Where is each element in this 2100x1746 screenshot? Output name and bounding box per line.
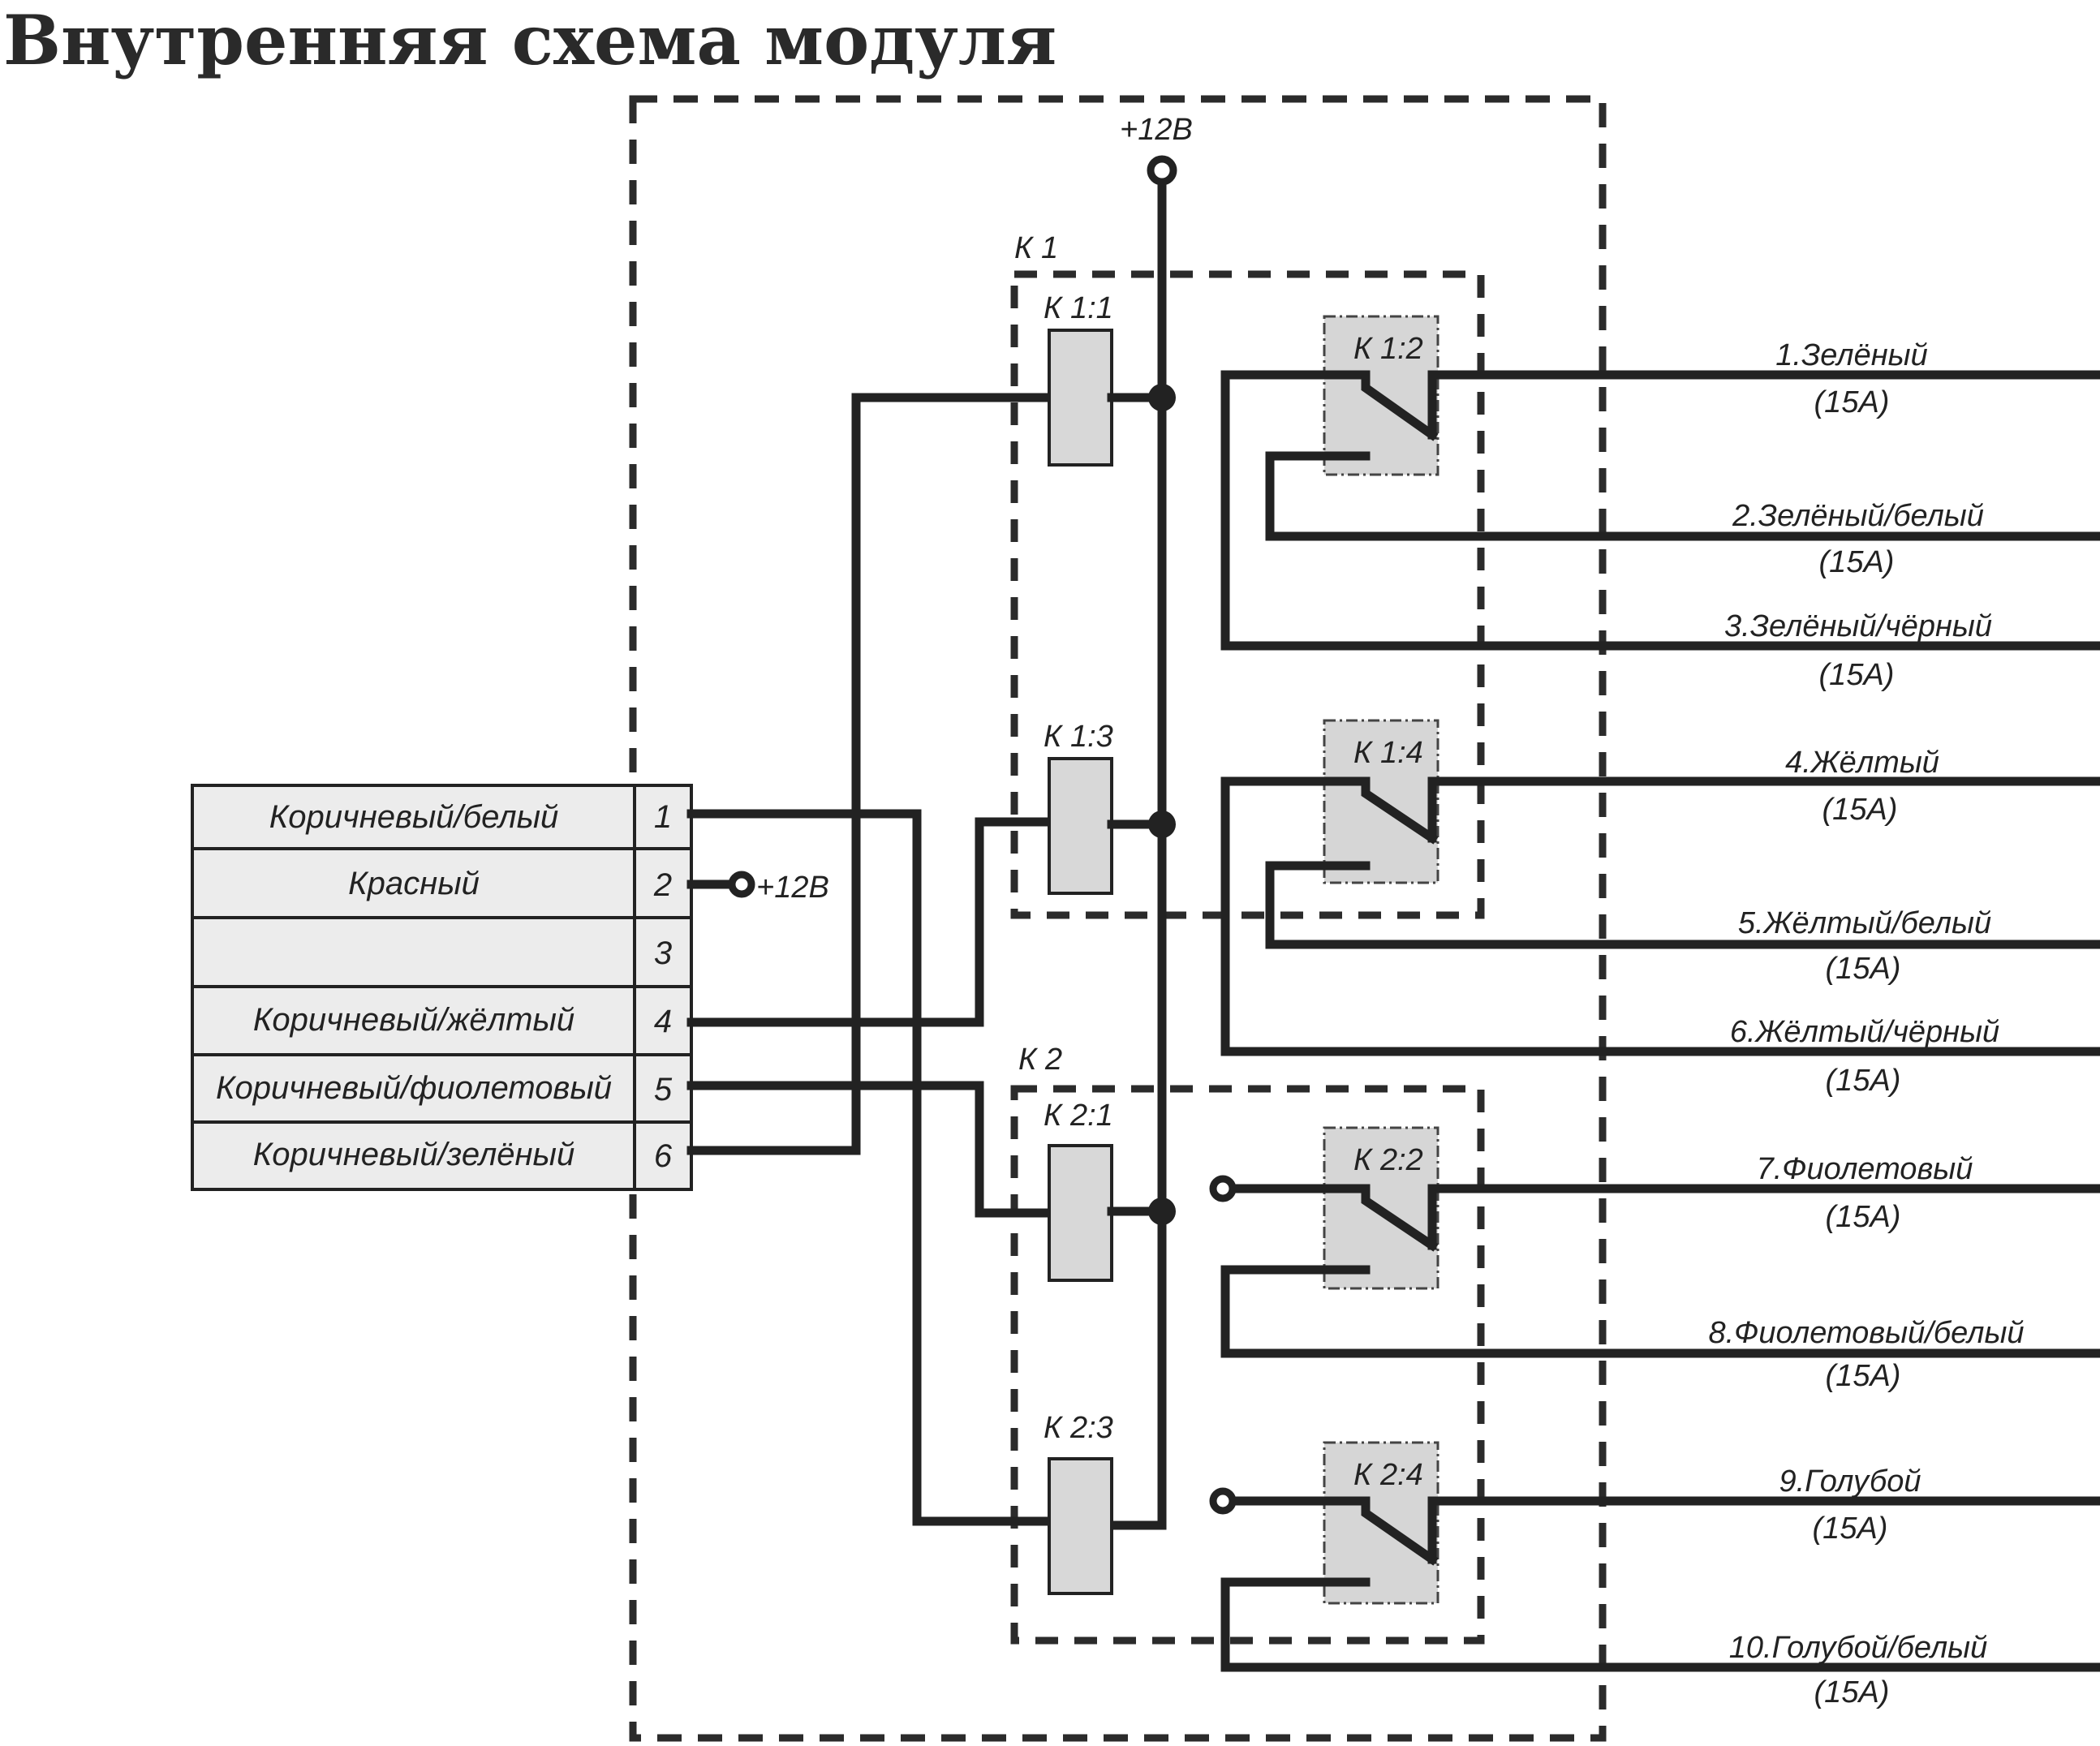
- svg-text:К 1:4: К 1:4: [1353, 736, 1423, 770]
- pin2-supply-label: +12В: [756, 871, 829, 905]
- output-name: 3.Зелёный/чёрный: [1724, 609, 1992, 643]
- connector-pin-number: 6: [654, 1138, 673, 1174]
- wire-pin6-to-k1-1: [686, 393, 1052, 1155]
- output-name: 2.Зелёный/белый: [1732, 499, 1984, 533]
- coil-k1-1: К 1:1: [1044, 291, 1176, 467]
- pin2-terminal: [728, 871, 755, 898]
- connector-pin-number: 2: [653, 867, 672, 903]
- output-name: 9.Голубой: [1779, 1464, 1921, 1499]
- connector-pin-number: 1: [654, 799, 672, 835]
- output-rating: (15А): [1813, 1512, 1888, 1546]
- connector-wire-name: Красный: [348, 866, 480, 901]
- output-rating: (15А): [1826, 1200, 1901, 1234]
- coil-k1-3: К 1:3: [1044, 720, 1176, 895]
- supply-label: +12В: [1120, 113, 1193, 147]
- free-terminal: [1209, 1487, 1237, 1515]
- contact-wiring: [1220, 1265, 2100, 1358]
- supply-terminal: [1147, 155, 1177, 186]
- supply-bus: [1108, 166, 1167, 1530]
- free-terminal: [1209, 1175, 1237, 1202]
- output-name: 8.Фиолетовый/белый: [1708, 1316, 2024, 1350]
- relay-group-label: К 1: [1014, 231, 1058, 265]
- contact-wiring: [1427, 1496, 2100, 1564]
- svg-text:К 1:2: К 1:2: [1353, 332, 1423, 366]
- contact-wiring: [1220, 776, 2100, 1056]
- output-rating: (15А): [1814, 1675, 1890, 1709]
- page-title: Внутренняя схема модуля: [3, 0, 1057, 80]
- connector-table: Коричневый/белый Красный Коричневый/жёлт…: [191, 784, 693, 1191]
- output-name: 4.Жёлтый: [1785, 746, 1939, 780]
- output-rating: (15А): [1826, 952, 1901, 986]
- connector-pin-number: 3: [654, 935, 672, 971]
- output-name: 7.Фиолетовый: [1757, 1152, 1973, 1186]
- connector-wire-name: Коричневый/зелёный: [253, 1137, 575, 1172]
- output-name: 6.Жёлтый/чёрный: [1730, 1015, 1999, 1049]
- wire-pin5-to-k2-1: [686, 1081, 1052, 1218]
- svg-text:К 2:1: К 2:1: [1044, 1099, 1113, 1133]
- connector-wire-name: Коричневый/белый: [269, 799, 559, 835]
- contact-wiring: [1427, 776, 2100, 843]
- contact-wiring: [1220, 370, 2100, 651]
- output-rating: (15А): [1826, 1064, 1901, 1098]
- output-name: 5.Жёлтый/белый: [1738, 906, 1991, 940]
- contact-wiring: [1427, 1184, 2100, 1250]
- coil-k2-1: К 2:1: [1044, 1099, 1176, 1282]
- output-rating: (15А): [1826, 1359, 1901, 1393]
- relay-group-k2-boundary: [1010, 1085, 1485, 1645]
- svg-text:К 2:3: К 2:3: [1044, 1411, 1113, 1445]
- contact-wiring: [1265, 451, 2100, 541]
- connector-pin-number: 5: [654, 1072, 673, 1107]
- connector-wire-name: Коричневый/фиолетовый: [216, 1070, 612, 1106]
- svg-text:К 2:4: К 2:4: [1353, 1458, 1423, 1492]
- svg-text:К 1:3: К 1:3: [1044, 720, 1113, 754]
- contact-wiring: [1361, 370, 1439, 441]
- connector-wire-name: Коричневый/жёлтый: [253, 1002, 574, 1038]
- output-name: 1.Зелёный: [1775, 338, 1927, 372]
- wire-pin1-to-k2-3: [686, 809, 1052, 1526]
- output-name: 10.Голубой/белый: [1729, 1631, 1987, 1665]
- output-rating: (15А): [1822, 793, 1898, 827]
- svg-text:К 2:2: К 2:2: [1353, 1143, 1423, 1177]
- contact-wiring: [1265, 861, 2100, 949]
- coil-k2-3: К 2:3: [1044, 1411, 1113, 1595]
- relay-group-label: К 2: [1018, 1043, 1062, 1077]
- svg-text:К 1:1: К 1:1: [1044, 291, 1113, 325]
- output-rating: (15А): [1819, 658, 1895, 692]
- contact-wiring: [1224, 1184, 1439, 1252]
- contact-wiring: [1224, 1496, 1439, 1566]
- relay-group-k1-boundary: [1010, 270, 1485, 919]
- output-rating: (15А): [1819, 545, 1895, 579]
- connector-pin-number: 4: [654, 1004, 672, 1039]
- contact-wiring: [1220, 1577, 2100, 1672]
- contact-wiring: [1361, 776, 1439, 845]
- contact-wiring: [1427, 370, 2100, 440]
- wire-pin4-to-k1-3: [686, 817, 1052, 1027]
- output-rating: (15А): [1814, 385, 1890, 419]
